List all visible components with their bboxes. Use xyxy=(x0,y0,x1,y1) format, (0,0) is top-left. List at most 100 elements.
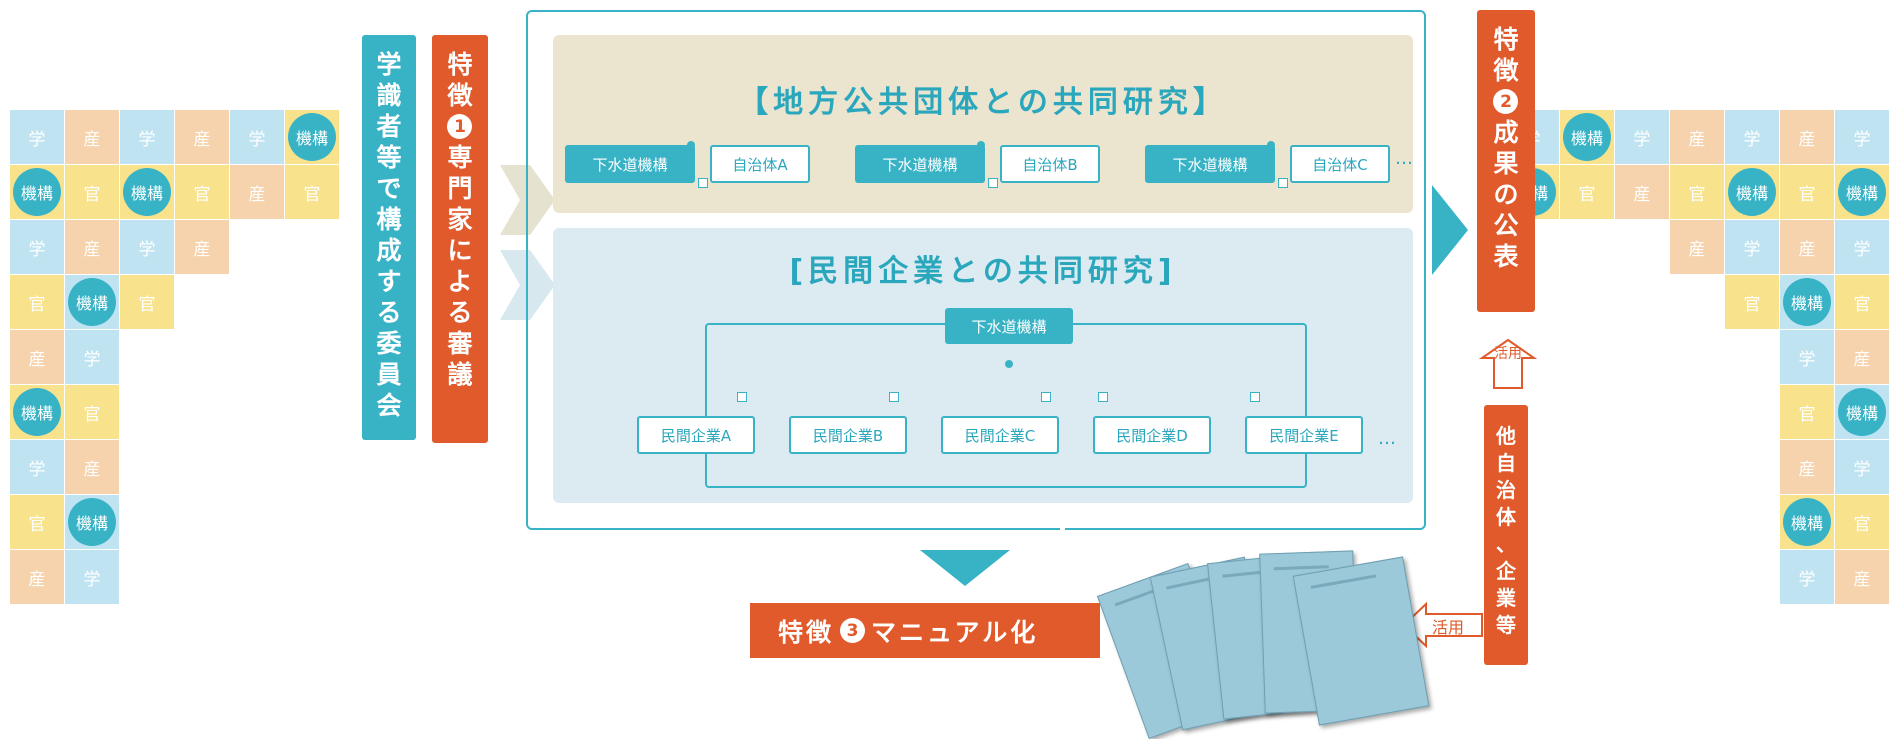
local-gov-panel: 【地方公共団体との共同研究】 xyxy=(553,35,1413,213)
tile-kiko: 機構 xyxy=(285,110,339,164)
usage-up-label: 活用 xyxy=(1494,346,1522,362)
connector-dot xyxy=(977,141,985,149)
tile-academia: 学 xyxy=(1725,110,1779,164)
tile-academia: 学 xyxy=(10,440,64,494)
tile-industry: 産 xyxy=(10,550,64,604)
other-users-label: 他自治体、企業等 xyxy=(1496,423,1516,639)
tile-kiko-label: 機構 xyxy=(68,498,116,546)
private-ellipsis: … xyxy=(1378,428,1398,449)
tile-kiko-label: 機構 xyxy=(1728,168,1776,216)
tile-academia: 学 xyxy=(10,220,64,274)
tile-industry: 産 xyxy=(230,165,284,219)
label-char: 体 xyxy=(1496,505,1516,529)
label-char: 特 xyxy=(447,50,473,79)
local-gov-ellipsis: … xyxy=(1395,148,1415,169)
label-char: る xyxy=(376,298,402,327)
connector-square xyxy=(1278,178,1288,188)
label-char: 等 xyxy=(376,143,402,172)
tile-government: 官 xyxy=(285,165,339,219)
tile-industry: 産 xyxy=(1670,220,1724,274)
committee-label: 学識者等で構成する委員会 xyxy=(376,49,401,421)
tile-industry: 産 xyxy=(175,110,229,164)
label-char: 自 xyxy=(1496,451,1516,475)
label-char: 業 xyxy=(1496,586,1516,610)
feature3-text: マニュアル化 xyxy=(871,617,1039,647)
private-title: [民間企業との共同研究] xyxy=(789,254,1177,289)
label-char: 構 xyxy=(376,205,402,234)
tile-kiko-label: 機構 xyxy=(13,388,61,436)
company-box: 民間企業D xyxy=(1093,416,1211,454)
feature3-bar: 特徴 3 マニュアル化 xyxy=(750,603,1100,658)
company-connector-square xyxy=(1250,392,1260,402)
hub-box: 下水道機構 xyxy=(945,308,1073,344)
tile-industry: 産 xyxy=(10,330,64,384)
label-char: 家 xyxy=(447,205,473,234)
label-char: 審 xyxy=(447,329,473,358)
tile-government: 官 xyxy=(65,165,119,219)
company-connector-square xyxy=(1041,392,1051,402)
tile-government: 官 xyxy=(1835,495,1889,549)
tile-kiko: 機構 xyxy=(1780,275,1834,329)
local-org-box: 下水道機構 xyxy=(565,145,695,183)
feature-number-badge: 1 xyxy=(447,114,473,139)
tile-industry: 産 xyxy=(1835,550,1889,604)
tile-industry: 産 xyxy=(1835,330,1889,384)
tile-kiko: 機構 xyxy=(10,385,64,439)
tile-industry: 産 xyxy=(1615,165,1669,219)
tile-academia: 学 xyxy=(1615,110,1669,164)
joint-research-frame xyxy=(526,10,1426,530)
company-connector-square xyxy=(737,392,747,402)
local-org-box: 下水道機構 xyxy=(855,145,985,183)
tile-government: 官 xyxy=(1725,275,1779,329)
connector-square xyxy=(988,178,998,188)
local-partner-box: 自治体A xyxy=(710,145,810,183)
local-partner-box: 自治体B xyxy=(1000,145,1100,183)
local-org-box: 下水道機構 xyxy=(1145,145,1275,183)
label-char: 徴 xyxy=(447,81,473,110)
label-char: 委 xyxy=(376,329,402,358)
label-char: る xyxy=(447,298,473,327)
tile-kiko: 機構 xyxy=(120,165,174,219)
tile-kiko-label: 機構 xyxy=(123,168,171,216)
tile-academia: 学 xyxy=(1780,550,1834,604)
label-char: 識 xyxy=(376,81,402,110)
label-char: の xyxy=(1493,180,1519,209)
feature-number-badge: 2 xyxy=(1493,89,1519,114)
label-char: 企 xyxy=(1496,559,1516,583)
feature3-prefix: 特徴 xyxy=(778,617,835,647)
tile-kiko-label: 機構 xyxy=(1563,113,1611,161)
tile-academia: 学 xyxy=(1725,220,1779,274)
tile-kiko-label: 機構 xyxy=(1838,168,1886,216)
label-char: 成 xyxy=(376,236,402,265)
usage-up-arrow xyxy=(1478,338,1538,389)
tile-kiko: 機構 xyxy=(1835,385,1889,439)
tile-industry: 産 xyxy=(65,220,119,274)
company-box: 民間企業E xyxy=(1245,416,1363,454)
tile-government: 官 xyxy=(65,385,119,439)
connector-square xyxy=(698,178,708,188)
label-char: 会 xyxy=(376,391,402,420)
label-char: に xyxy=(447,236,473,265)
tile-kiko-label: 機構 xyxy=(1838,388,1886,436)
tile-industry: 産 xyxy=(175,220,229,274)
feature3-number: 3 xyxy=(840,618,866,643)
tile-government: 官 xyxy=(175,165,229,219)
publish-arrow xyxy=(1432,185,1468,275)
other-users-bar: 他自治体、企業等 xyxy=(1484,405,1528,665)
label-char: で xyxy=(376,174,402,203)
label-char: 員 xyxy=(376,360,402,389)
tile-government: 官 xyxy=(1780,165,1834,219)
company-box: 民間企業B xyxy=(789,416,907,454)
label-char: 議 xyxy=(447,360,473,389)
usage-left-arrow xyxy=(1402,601,1483,649)
local-gov-title: 【地方公共団体との共同研究】 xyxy=(738,85,1228,120)
tile-academia: 学 xyxy=(1835,110,1889,164)
label-char: 表 xyxy=(1493,242,1519,271)
tile-industry: 産 xyxy=(1780,220,1834,274)
tile-kiko-label: 機構 xyxy=(68,278,116,326)
label-char: 治 xyxy=(1496,478,1516,502)
tile-kiko: 機構 xyxy=(65,495,119,549)
tile-academia: 学 xyxy=(120,110,174,164)
